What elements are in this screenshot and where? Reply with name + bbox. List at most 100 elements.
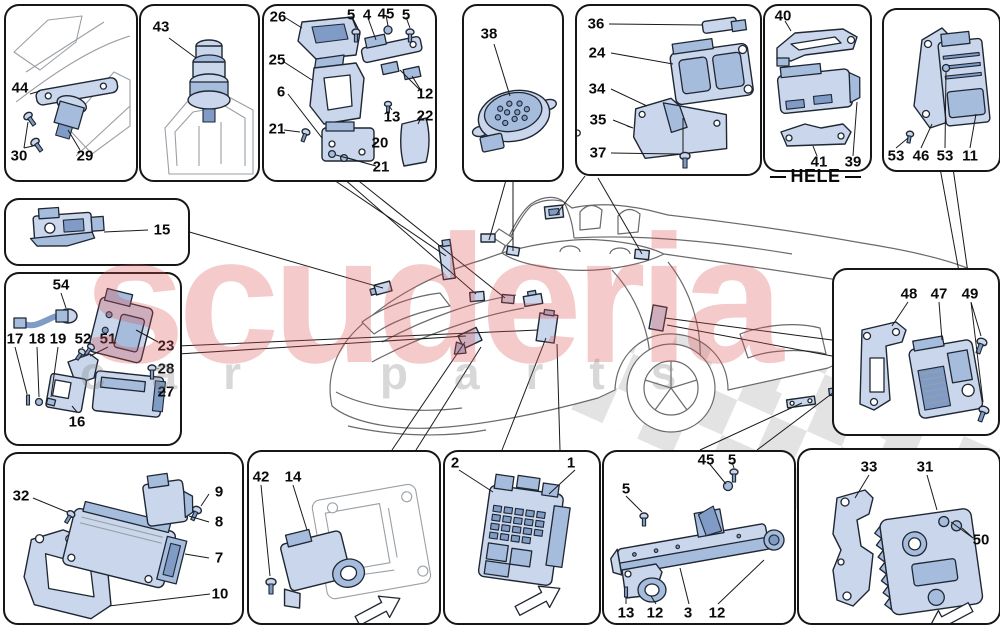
parts-box-ecu-mount: 53 46 53 11: [882, 8, 1000, 172]
bracket-34-35: [577, 97, 728, 159]
cable-plug: [13, 317, 27, 329]
screw: [405, 28, 415, 43]
callout-33: 33: [860, 458, 878, 476]
callout-29: 29: [76, 147, 94, 165]
parts-box-cockpit-brackets: 26 5 4 45 5 25 6 21 12 13 22 20 21: [262, 4, 437, 182]
callout-31: 31: [916, 458, 934, 476]
parts-box-alarm-ecu: 54 23 17 18 19 52 51 28 27 16: [4, 272, 182, 446]
screw: [351, 28, 361, 43]
callout-8: 8: [214, 513, 224, 531]
callout-22: 22: [416, 107, 434, 125]
parts-box-frame-sensor: 44 30 29: [4, 4, 138, 182]
callout-46: 46: [912, 147, 930, 165]
clip-19: [45, 397, 57, 407]
front-wheel: [626, 343, 716, 433]
callout-45: 45: [377, 5, 395, 23]
callout-51: 51: [99, 330, 117, 348]
part-illustration: [832, 474, 984, 623]
ecu-11: [937, 30, 991, 127]
ecu-47: [908, 335, 984, 419]
hele-text: HELE: [790, 166, 841, 186]
sensor-43: [187, 39, 231, 123]
direction-arrow-icon: [927, 602, 974, 623]
parts-box-steering-module: 42 14: [247, 450, 441, 625]
ecu-39-41: [776, 62, 861, 115]
bracket-25: [309, 62, 365, 125]
part-illustration: [23, 472, 211, 620]
pad-22: [399, 117, 430, 167]
callout-5: 5: [401, 6, 411, 24]
module-15: [29, 206, 105, 247]
callout-28: 28: [157, 360, 175, 378]
screw-32: [64, 510, 76, 525]
callout-10: 10: [211, 585, 229, 603]
callout-15: 15: [153, 221, 171, 239]
bracket-4: [360, 33, 423, 64]
bracket-40: [776, 28, 858, 67]
callout-53: 53: [887, 147, 905, 165]
screw-28: [147, 364, 157, 380]
fusebox-1: [477, 473, 571, 586]
bracket-12a: [380, 60, 400, 76]
screw: [23, 111, 37, 127]
callout-9: 9: [214, 483, 224, 501]
bracket-12b: [402, 65, 422, 81]
callout-5: 5: [727, 451, 737, 469]
callout-45: 45: [697, 451, 715, 469]
parts-box-siren: 38: [462, 4, 564, 182]
callout-13: 13: [617, 604, 635, 622]
bracket-33: [832, 489, 874, 607]
screw-9: [190, 505, 203, 522]
callout-35: 35: [589, 111, 607, 129]
screw-49b: [977, 405, 990, 423]
callout-12: 12: [708, 604, 726, 622]
callout-18: 18: [28, 330, 46, 348]
screw-13: [383, 100, 393, 114]
bracket-10: [23, 529, 112, 620]
screw-21: [300, 128, 311, 143]
part-illustration: [283, 14, 430, 167]
screw: [30, 137, 44, 153]
parts-box-door-ecu: 48 47 49: [832, 268, 1000, 436]
callout-39: 39: [844, 153, 862, 171]
callout-49: 49: [961, 285, 979, 303]
sensor-29: [53, 94, 88, 140]
bracket-48: [859, 321, 907, 411]
ecu-27: [91, 370, 167, 418]
callout-32: 32: [12, 487, 30, 505]
callout-34: 34: [588, 80, 606, 98]
part-illustration: [164, 37, 254, 175]
callout-53: 53: [936, 147, 954, 165]
callout-25: 25: [268, 51, 286, 69]
callout-11: 11: [962, 147, 978, 165]
bracket-41b: [780, 123, 852, 147]
part-illustration: [260, 483, 432, 623]
screw-53b: [941, 63, 951, 73]
parts-box-gearbox-sensor: 43: [139, 4, 260, 182]
callout-16: 16: [68, 413, 86, 431]
part-illustration: [776, 20, 861, 157]
module-36: [701, 16, 748, 34]
callout-26: 26: [269, 8, 287, 26]
part-illustration: [13, 287, 167, 418]
parts-box-flat-ecu: 32 9 8 7 10: [3, 452, 244, 625]
pin-17: [25, 394, 31, 406]
callout-21: 21: [268, 120, 286, 138]
bracket-12: [621, 563, 667, 603]
screw-37: [679, 151, 691, 169]
screw-21b: [327, 149, 337, 159]
callout-36: 36: [587, 15, 605, 33]
callout-13: 13: [383, 108, 401, 126]
screw-52b: [84, 343, 96, 356]
callout-41: 41: [810, 153, 828, 171]
screw-49a: [975, 337, 988, 355]
callout-5: 5: [346, 6, 356, 24]
hele-dash-right: [844, 175, 861, 178]
callout-52: 52: [74, 330, 92, 348]
callout-44: 44: [11, 79, 29, 97]
part-illustration: [29, 206, 149, 247]
callout-20: 20: [371, 134, 389, 152]
callout-30: 30: [10, 147, 28, 165]
callout-48: 48: [900, 285, 918, 303]
